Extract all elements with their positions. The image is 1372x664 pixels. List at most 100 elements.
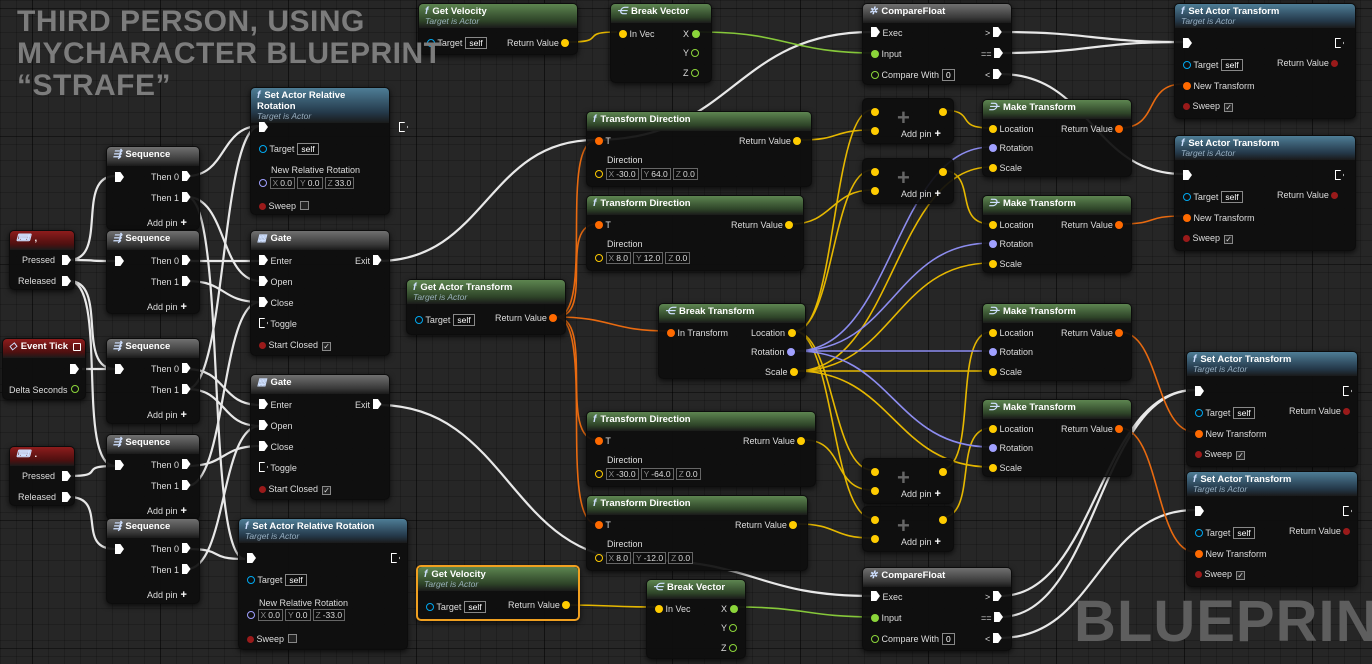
sequence-node-1[interactable]: ⇶Sequence Then 0 Then 1 Add pin+	[106, 146, 200, 230]
then1-pin[interactable]	[181, 564, 191, 574]
sweep-checkbox[interactable]: ✓	[1236, 571, 1246, 580]
location-pin[interactable]	[989, 125, 997, 133]
return-value-pin[interactable]	[1331, 60, 1339, 67]
target-pin[interactable]	[1195, 529, 1203, 537]
sequence-node-2[interactable]: ⇶Sequence Then 0 Then 1 Add pin+	[106, 230, 200, 314]
sweep-checkbox[interactable]	[288, 634, 298, 643]
target-self-field[interactable]: self	[297, 143, 319, 155]
exec-out-pin[interactable]	[399, 122, 408, 132]
rotation-pin[interactable]	[989, 144, 997, 152]
y-pin[interactable]	[691, 49, 700, 57]
result-pin[interactable]	[939, 108, 947, 116]
event-tick-exec-pin[interactable]	[70, 364, 79, 374]
scale-pin[interactable]	[790, 368, 799, 376]
target-pin[interactable]	[259, 145, 267, 153]
target-self-field[interactable]: self	[464, 601, 486, 613]
t-pin[interactable]	[595, 221, 603, 229]
return-value-pin[interactable]	[793, 137, 802, 145]
compare-with-pin[interactable]	[871, 71, 879, 79]
open-pin[interactable]	[259, 420, 268, 430]
sweep-checkbox[interactable]: ✓	[1224, 235, 1234, 244]
start-closed-pin[interactable]	[259, 486, 266, 493]
rotation-z-field[interactable]: Z-33.0	[312, 609, 346, 621]
add-vector-node-1[interactable]: + Add pin+	[862, 98, 954, 144]
location-pin[interactable]	[989, 425, 997, 433]
rotation-pin[interactable]	[989, 240, 997, 248]
input-pin[interactable]	[871, 614, 879, 622]
then0-pin[interactable]	[181, 255, 191, 265]
add-pin-label[interactable]: Add pin	[901, 189, 932, 199]
target-self-field[interactable]: self	[1233, 407, 1255, 419]
then0-pin[interactable]	[181, 171, 191, 181]
add-pin-icon[interactable]: +	[934, 488, 941, 500]
result-pin[interactable]	[939, 516, 947, 524]
exec-out-pin[interactable]	[1343, 386, 1352, 396]
exec-in-pin[interactable]	[1195, 506, 1204, 516]
a-pin[interactable]	[871, 168, 879, 176]
open-pin[interactable]	[259, 276, 268, 286]
add-vector-node-2[interactable]: + Add pin+	[862, 158, 954, 204]
exit-pin[interactable]	[372, 255, 382, 265]
add-pin-icon[interactable]: +	[180, 505, 187, 517]
direction-pin[interactable]	[595, 254, 603, 262]
return-value-pin[interactable]	[1343, 528, 1351, 535]
exec-in-pin[interactable]	[871, 591, 880, 601]
sweep-pin[interactable]	[1195, 571, 1202, 578]
then0-pin[interactable]	[181, 543, 191, 553]
gate-node-1[interactable]: ▦Gate Enter Exit Open Close Toggle Start…	[250, 230, 390, 356]
return-value-pin[interactable]	[1115, 329, 1124, 337]
return-value-pin[interactable]	[789, 521, 798, 529]
pressed-exec-pin[interactable]	[62, 471, 71, 481]
exec-out-pin[interactable]	[1335, 38, 1344, 48]
direction-pin[interactable]	[595, 554, 603, 562]
toggle-pin[interactable]	[259, 462, 268, 472]
z-pin[interactable]	[691, 69, 700, 77]
target-pin[interactable]	[427, 39, 435, 47]
sequence-node-5[interactable]: ⇶Sequence Then 0 Then 1 Add pin+	[106, 518, 200, 604]
target-self-field[interactable]: self	[285, 574, 307, 586]
add-pin-label[interactable]: Add pin	[147, 506, 178, 516]
add-pin-label[interactable]: Add pin	[147, 302, 178, 312]
gate-node-2[interactable]: ▦Gate Enter Exit Open Close Toggle Start…	[250, 374, 390, 500]
compare-with-field[interactable]: 0	[942, 633, 955, 645]
target-self-field[interactable]: self	[1233, 527, 1255, 539]
sweep-pin[interactable]	[1195, 451, 1202, 458]
then0-pin[interactable]	[181, 459, 191, 469]
add-pin-icon[interactable]: +	[180, 589, 187, 601]
target-self-field[interactable]: self	[465, 37, 487, 49]
exec-in-pin[interactable]	[1183, 38, 1192, 48]
rotation-pin[interactable]	[259, 179, 267, 187]
delta-seconds-pin[interactable]	[71, 385, 79, 393]
make-transform-node-4[interactable]: ⋺Make Transform Location Return Value Ro…	[982, 399, 1132, 477]
target-pin[interactable]	[247, 576, 255, 584]
exec-in-pin[interactable]	[871, 27, 880, 37]
sequence-in-pin[interactable]	[115, 256, 124, 266]
a-pin[interactable]	[871, 468, 879, 476]
rotation-pin[interactable]	[989, 348, 997, 356]
add-pin-label[interactable]: Add pin	[901, 537, 932, 547]
toggle-pin[interactable]	[259, 318, 268, 328]
return-value-pin[interactable]	[1115, 425, 1124, 433]
released-exec-pin[interactable]	[62, 492, 71, 502]
make-transform-node-1[interactable]: ⋺Make Transform Location Return Value Ro…	[982, 99, 1132, 177]
scale-pin[interactable]	[989, 164, 997, 172]
return-value-pin[interactable]	[549, 314, 558, 322]
b-pin[interactable]	[871, 535, 879, 543]
in-vec-pin[interactable]	[619, 30, 627, 38]
return-value-pin[interactable]	[785, 221, 794, 229]
sweep-pin[interactable]	[259, 203, 266, 210]
sequence-node-4[interactable]: ⇶Sequence Then 0 Then 1 Add pin+	[106, 434, 200, 520]
